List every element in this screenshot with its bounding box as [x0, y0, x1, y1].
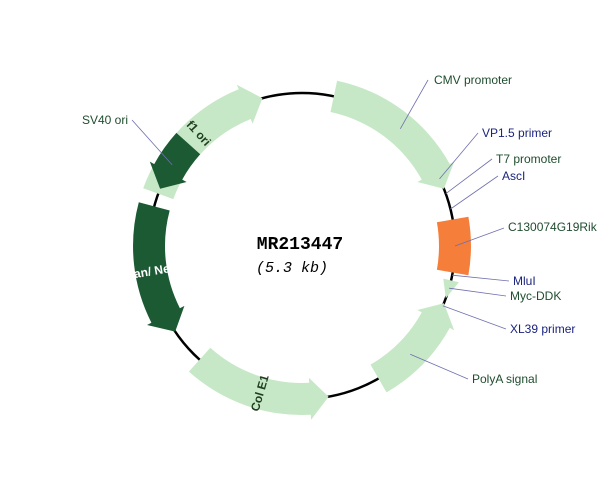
- sv40-ori-arc: [149, 132, 201, 189]
- myc-ddk-label: Myc-DDK: [510, 289, 561, 303]
- c130074g19rik-arc: [436, 216, 471, 276]
- cmv-promoter-label: CMV promoter: [434, 73, 512, 87]
- cmv-promoter-arc: [330, 80, 455, 189]
- ascl-leader-line: [450, 175, 499, 210]
- t7-promoter-label: T7 promoter: [496, 152, 561, 166]
- c130074g19rik-label: C130074G19Rik: [508, 220, 598, 234]
- kan-neo-arc: [133, 202, 185, 332]
- ascl-label: AscI: [502, 169, 525, 183]
- vp15-primer-label: VP1.5 primer: [482, 126, 552, 140]
- cmv-promoter-leader-line: [399, 79, 429, 129]
- vp15-primer-leader-line: [439, 132, 479, 180]
- col-e1-arc: [188, 347, 329, 420]
- t7-promoter-leader-line: [445, 158, 493, 195]
- mlul-leader-line: [452, 274, 510, 282]
- xl39-primer-leader-line: [442, 305, 507, 330]
- mlul-label: MluI: [513, 274, 536, 288]
- polya-signal-label: PolyA signal: [472, 372, 537, 386]
- sv40-ori-label: SV40 ori: [82, 113, 128, 127]
- polya-signal-leader-line: [410, 353, 469, 380]
- plasmid-size: (5.3 kb): [256, 260, 328, 277]
- sv40-ori-leader-line: [131, 119, 173, 166]
- plasmid-name: MR213447: [257, 235, 343, 255]
- myc-ddk-leader-line: [449, 287, 507, 297]
- xl39-primer-label: XL39 primer: [510, 322, 575, 336]
- polya-signal-arc: [370, 303, 455, 393]
- c130074g19rik-leader-line: [454, 227, 505, 247]
